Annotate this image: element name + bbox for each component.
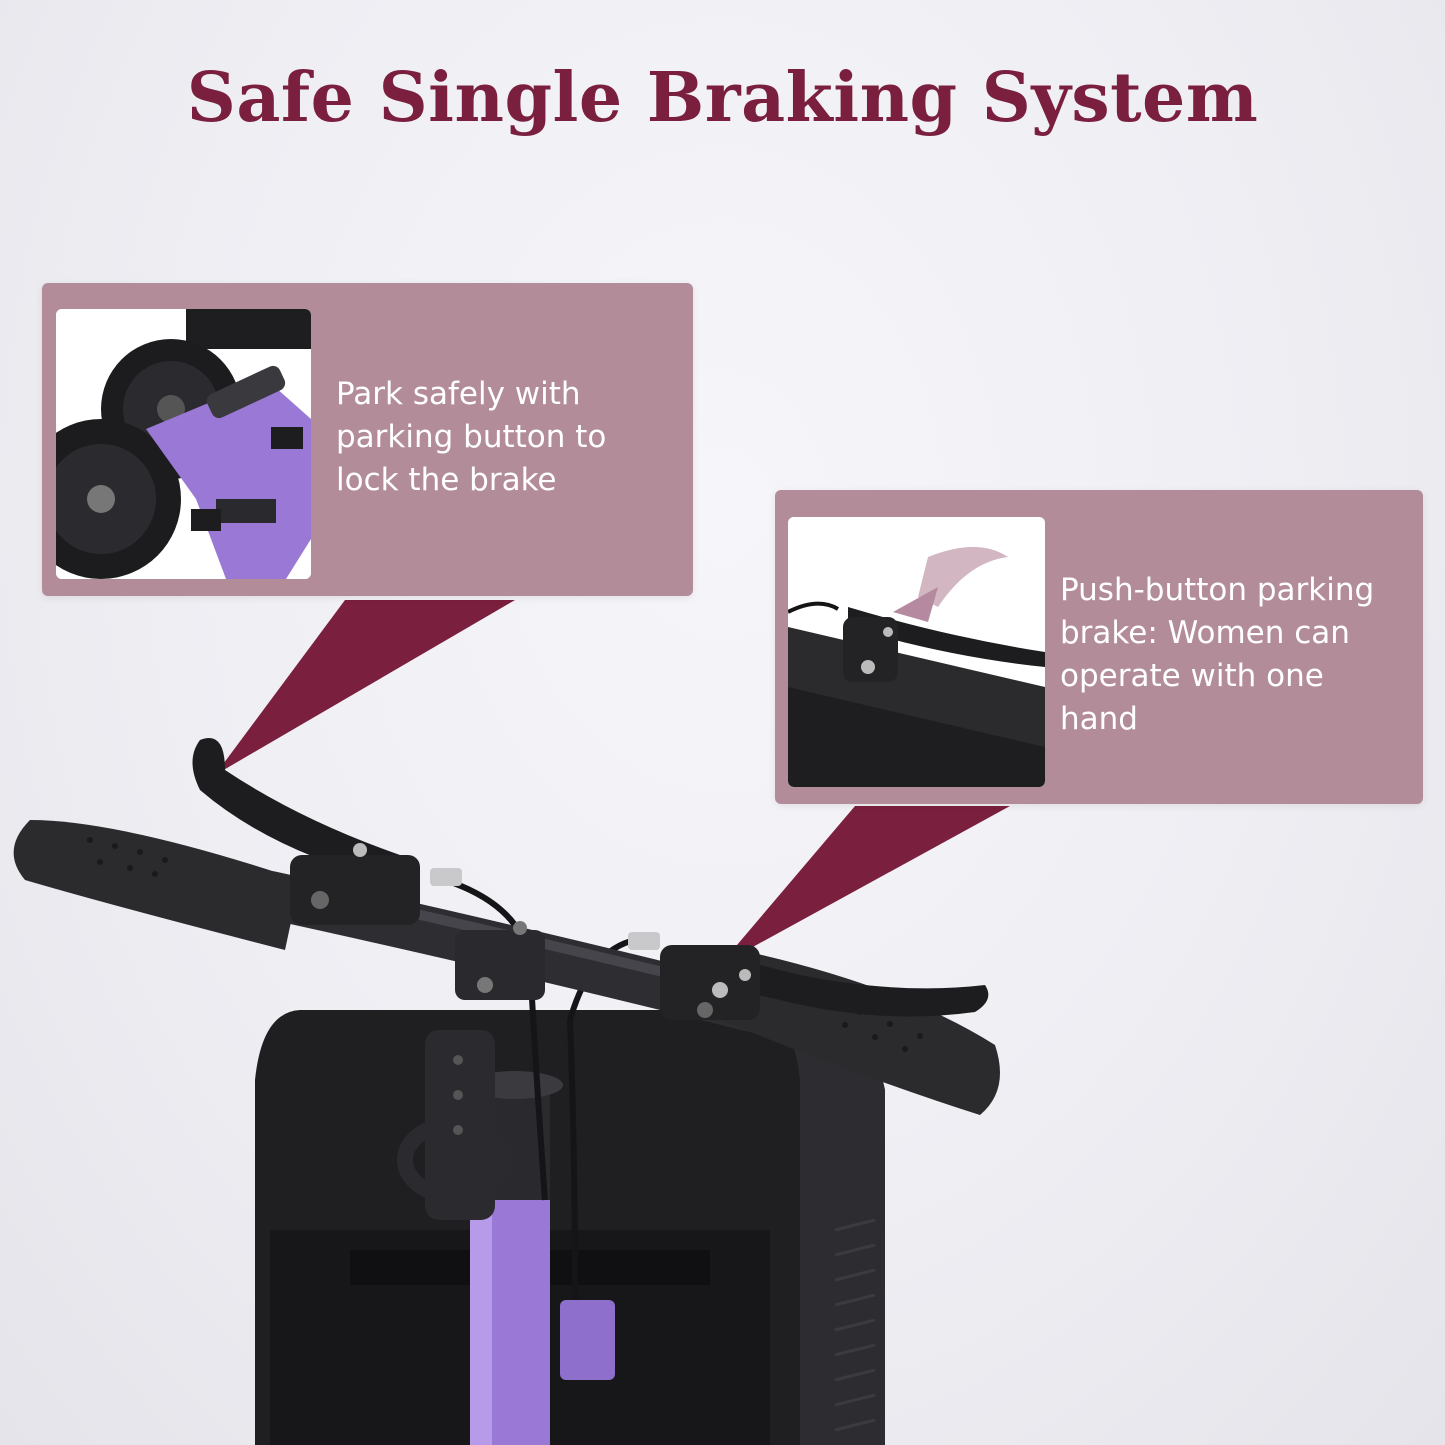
callout-line: Push-button parking [1060,572,1375,608]
callout-push-button-brake [775,490,1423,804]
callout-pointer-right [720,806,1010,965]
brake-lever-photo [788,517,1045,787]
callout-line: Park safely with [336,376,581,412]
callout-line: operate with one [1060,658,1324,694]
left-brake-lever-icon [192,738,462,925]
stem-icon [467,1071,615,1445]
callout-push-button-brake-text: Push-button parking brake: Women can ope… [1060,569,1374,741]
left-grip-icon [13,820,301,950]
brake-lever-button-icon [788,517,1045,787]
callout-line: hand [1060,701,1138,737]
callout-pointer-left [215,600,515,775]
rear-wheels-photo [56,309,311,579]
callout-line: lock the brake [336,462,557,498]
cup-holder-icon [397,1030,513,1220]
callout-parking-button-text: Park safely with parking button to lock … [336,373,606,502]
callout-line: parking button to [336,419,607,455]
rear-wheels-brake-icon [56,309,311,579]
callout-parking-button [42,283,693,596]
right-brake-lever-icon [628,932,989,1020]
callout-line: brake: Women can [1060,615,1350,651]
page-title: Safe Single Braking System [186,58,1259,138]
